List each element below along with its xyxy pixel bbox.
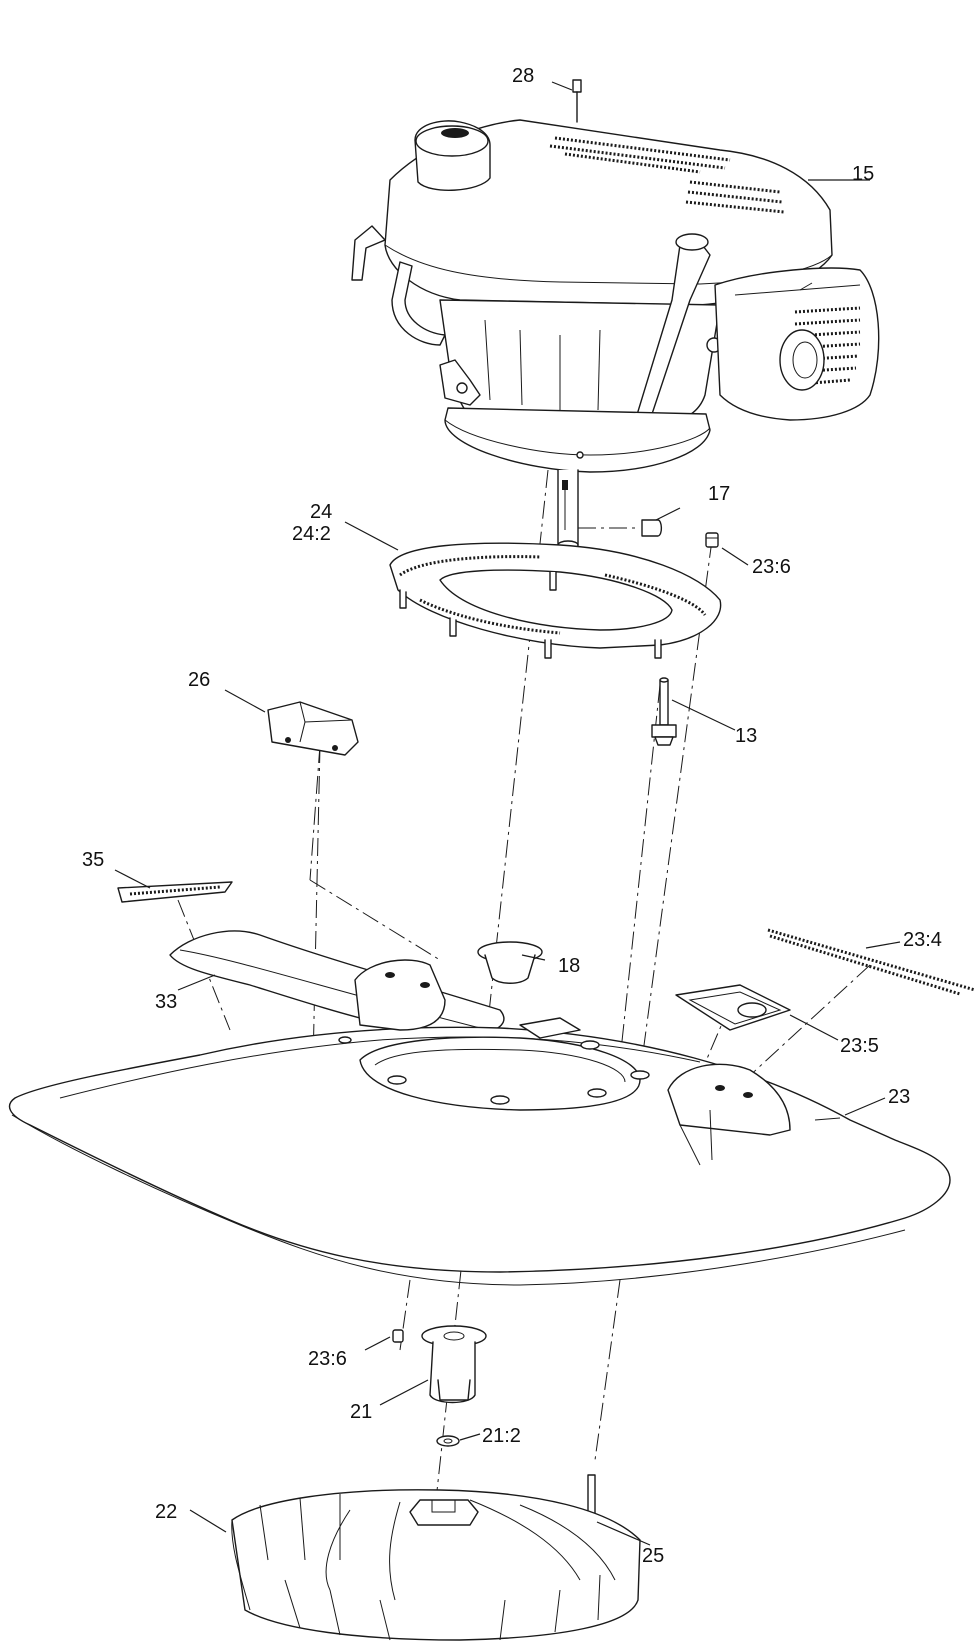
part-13-bolt: [651, 677, 677, 746]
part-28-bolt: [572, 79, 582, 123]
part-23-4-decal: [767, 928, 976, 996]
part-21-adapter: [421, 1325, 487, 1404]
callout-21-2: 21:2: [482, 1425, 521, 1447]
part-18-plug: [477, 941, 543, 984]
callout-25: 25: [642, 1545, 664, 1567]
callout-22: 22: [155, 1501, 177, 1523]
callout-26: 26: [188, 669, 210, 691]
callout-24-2: 24:2: [292, 523, 331, 545]
part-24-mounting-ring: [389, 542, 722, 659]
part-23-deck: [8, 959, 951, 1286]
callout-33: 33: [155, 991, 177, 1013]
callout-23: 23: [888, 1086, 910, 1108]
part-17-key: [578, 519, 663, 537]
part-35-decal: [117, 881, 233, 903]
callout-18: 18: [558, 955, 580, 977]
callout-23-6-bottom: 23:6: [308, 1348, 347, 1370]
callout-35: 35: [82, 849, 104, 871]
part-22-fan: [231, 1489, 641, 1641]
callout-labels: 28 15 17 24 24:2 23:6 26 13 35 18 23:4 3…: [82, 65, 942, 1567]
callout-24: 24: [310, 501, 332, 523]
callout-21: 21: [350, 1401, 372, 1423]
leader-lines: [114, 81, 901, 1546]
part-26-bracket: [267, 701, 359, 756]
part-21-2-washer: [436, 1435, 460, 1447]
part-33-handle: [169, 930, 505, 1037]
part-23-6-nut-top: [705, 532, 719, 548]
part-23-5-label: [675, 984, 791, 1031]
part-23-6-nut-bottom: [392, 1329, 404, 1343]
callout-23-5: 23:5: [840, 1035, 879, 1057]
callout-23-4: 23:4: [903, 929, 942, 951]
callout-23-6-top: 23:6: [752, 556, 791, 578]
callout-15: 15: [852, 163, 874, 185]
callout-28: 28: [512, 65, 534, 87]
callout-17: 17: [708, 483, 730, 505]
part-15-engine: [351, 119, 880, 551]
callout-13: 13: [735, 725, 757, 747]
